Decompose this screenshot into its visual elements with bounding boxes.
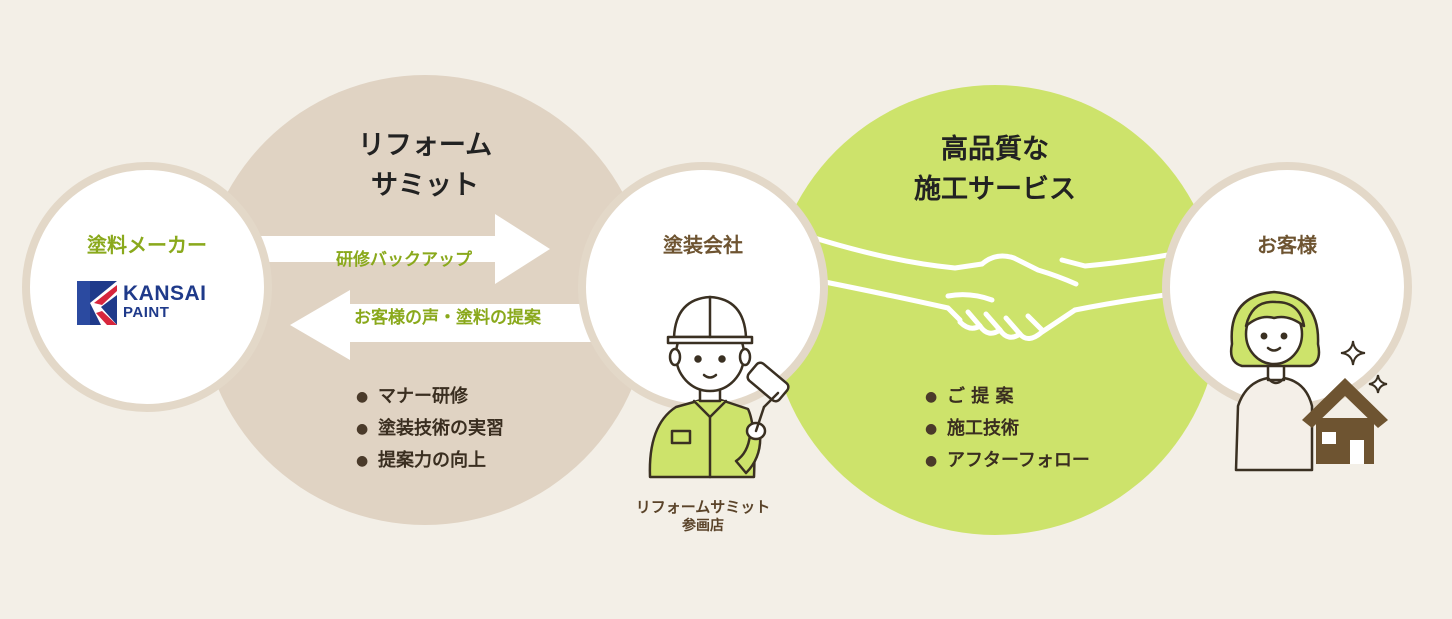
quality-heading: 高品質な 施工サービス — [895, 130, 1095, 210]
list-item: アフターフォロー — [925, 445, 1090, 477]
arrow-left — [290, 290, 610, 360]
woman-illustration — [1229, 290, 1321, 472]
arrow-label-customer-voice: お客様の声・塗料の提案 — [354, 308, 541, 328]
summit-heading: リフォーム サミット — [335, 126, 515, 206]
list-item: 施工技術 — [925, 413, 1090, 445]
summit-bullet-list: マナー研修 塗装技術の実習 提案力の向上 — [356, 381, 504, 477]
list-item: 提案力の向上 — [356, 445, 504, 477]
sparkle-icon — [1340, 340, 1366, 366]
painter-caption-line1: リフォームサミット — [635, 498, 771, 516]
quality-heading-line2: 施工サービス — [914, 174, 1076, 205]
quality-heading-line1: 高品質な — [941, 134, 1049, 165]
kansai-paint-logo-icon — [77, 281, 117, 325]
arrow-right — [250, 214, 550, 284]
paint-maker-circle — [22, 162, 272, 412]
sparkle-icon — [1368, 374, 1388, 394]
quality-bullet-list: ご 提 案 施工技術 アフターフォロー — [925, 381, 1090, 477]
painter-caption-line2: 参画店 — [682, 518, 724, 534]
arrow-label-training-backup: 研修バックアップ — [336, 250, 472, 270]
painting-company-label: 塗装会社 — [663, 233, 743, 257]
kansai-logo-line1: KANSAI — [123, 282, 207, 305]
customer-label: お客様 — [1257, 233, 1317, 257]
kansai-logo-line2: PAINT — [123, 304, 170, 321]
painter-illustration — [648, 295, 790, 479]
paint-maker-label: 塗料メーカー — [87, 233, 207, 257]
painter-caption: リフォームサミット 参画店 — [608, 497, 798, 535]
house-icon — [1302, 378, 1388, 464]
kansai-logo-text: KANSAI PAINT — [123, 282, 207, 322]
summit-heading-line2: サミット — [371, 170, 479, 201]
list-item: 塗装技術の実習 — [356, 413, 504, 445]
list-item: ご 提 案 — [925, 381, 1090, 413]
list-item: マナー研修 — [356, 381, 504, 413]
summit-heading-line1: リフォーム — [357, 130, 493, 161]
handshake-icon — [802, 232, 1191, 341]
